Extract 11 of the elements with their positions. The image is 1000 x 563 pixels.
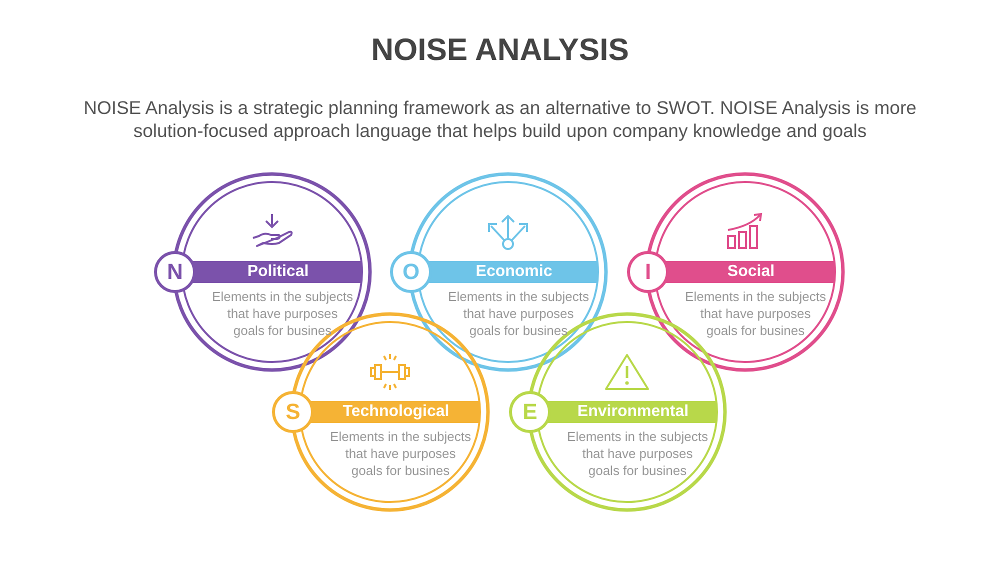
body-text: Elements in the subjects that have purposes goals for busines [329, 428, 472, 479]
letter-badge: E [509, 391, 551, 433]
letter-badge: N [154, 251, 196, 293]
body-text: Elements in the subjects that have purposes goals for busines [566, 428, 709, 479]
title: NOISE ANALYSIS [370, 32, 630, 68]
body-text: Elements in the subjects that have purposes goals for busines [447, 288, 590, 339]
description-text: NOISE Analysis is a strategic planning framework as an alternative to SWOT. NOISE Analysis is more solution-focused approach language that helps build upon company knowledge and goals [82, 96, 918, 142]
letter-badge: I [627, 251, 669, 293]
body-text: Elements in the subjects that have purposes goals for busines [684, 288, 827, 339]
body-text: Elements in the subjects that have purposes goals for busines [211, 288, 354, 339]
letter-badge: O [390, 251, 432, 293]
